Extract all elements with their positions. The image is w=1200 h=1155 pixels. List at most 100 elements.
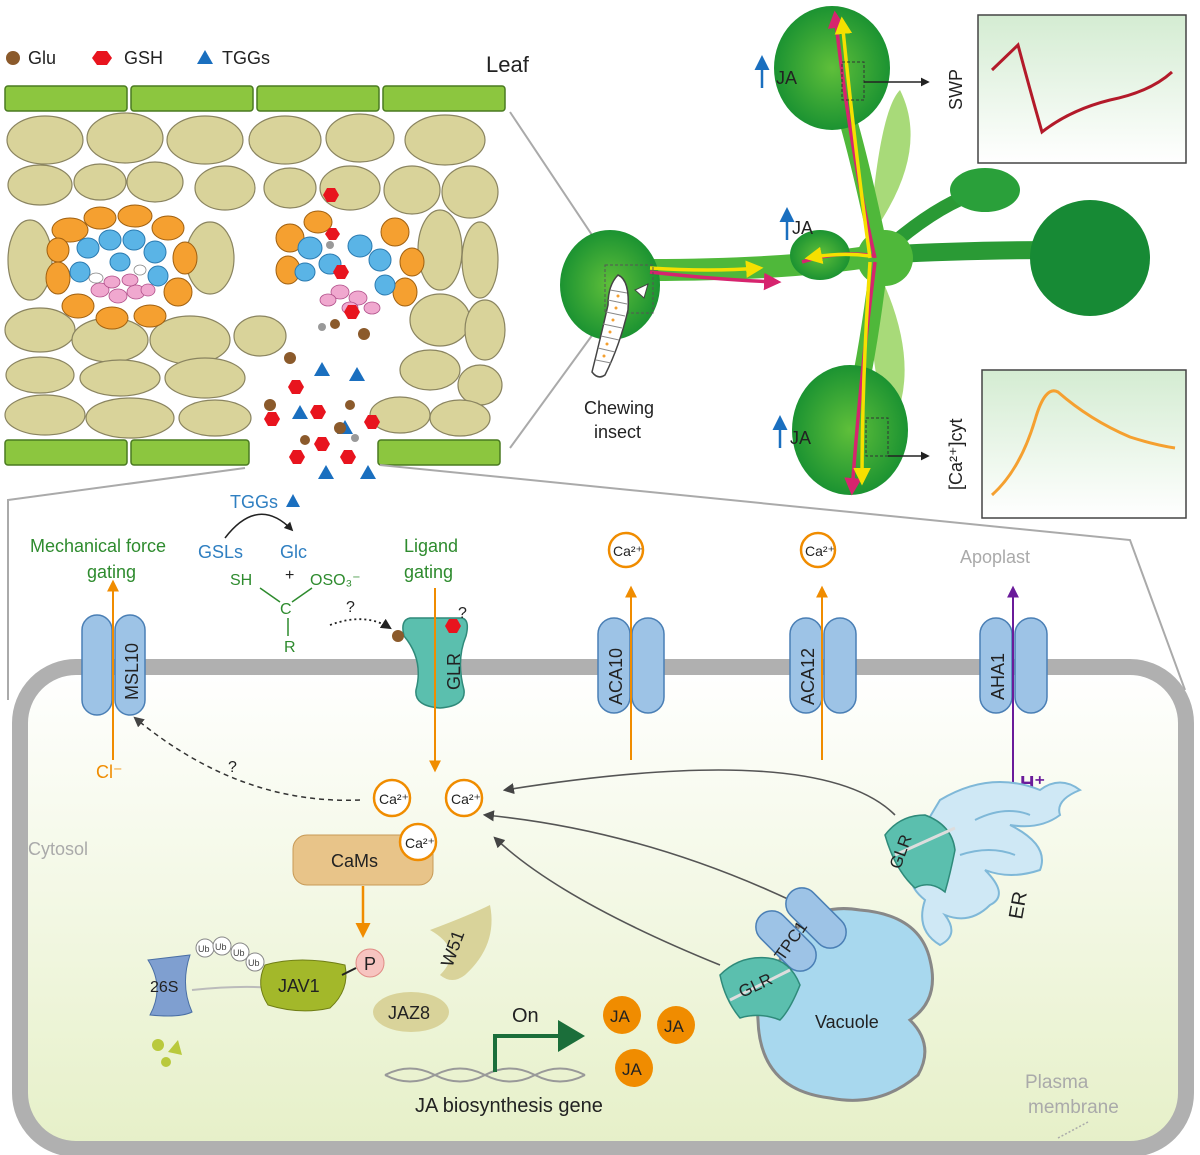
apoplast-label: Apoplast: [960, 547, 1030, 567]
legend-glu-label: Glu: [28, 48, 56, 68]
aca10-channel: ACA10 Ca²⁺: [597, 531, 665, 760]
plasma-membrane-label-2: membrane: [1028, 1097, 1119, 1118]
aha1-label: AHA1: [988, 653, 1008, 700]
chewing-insect-label-2: insect: [594, 422, 641, 442]
swp-curve: [990, 42, 1174, 135]
ja-molecule-1: JA: [610, 1007, 631, 1026]
ca-ion-aca10: Ca²⁺: [613, 543, 643, 559]
chewing-insect-label-1: Chewing: [584, 398, 654, 418]
jaz8-protein: JAZ8: [373, 992, 449, 1032]
ub-label-3: Ub: [233, 948, 245, 958]
r-group-label: R: [284, 639, 296, 656]
ub-label-2: Ub: [215, 942, 227, 952]
upper-epidermis: [4, 85, 506, 112]
oso3-label: OSO₃⁻: [310, 572, 361, 589]
ja-label-middle: JA: [792, 218, 813, 238]
mesophyll-cells: [4, 112, 506, 439]
mechanical-gating-label-2: gating: [87, 562, 136, 582]
glr-question-mark: ?: [458, 605, 467, 622]
gsh-legend-icon: [92, 51, 112, 65]
ca-ion-cyt-2: Ca²⁺: [451, 791, 481, 807]
ca-cyt-label: [Ca²⁺]cyt: [946, 418, 966, 490]
leaf-label: Leaf: [486, 52, 530, 77]
cytosol-calcium: Ca²⁺ Ca²⁺: [372, 778, 484, 818]
rosette-center: [857, 230, 913, 286]
calcium-graph: [Ca²⁺]cyt: [946, 369, 1187, 519]
plant-rosette: Chewing insect JA JA JA: [560, 6, 1150, 496]
ja-molecule-3: JA: [622, 1060, 643, 1079]
plus-label: +: [285, 567, 294, 584]
endoplasmic-reticulum: ER: [910, 781, 1083, 947]
cams-label: CaMs: [331, 851, 378, 871]
glu-ligand-icon: [392, 630, 404, 642]
plasma-membrane-label-1: Plasma: [1025, 1072, 1089, 1093]
ca-ion-cyt-1: Ca²⁺: [379, 791, 409, 807]
er-label: ER: [1005, 890, 1031, 921]
ca-ion-cams: Ca²⁺: [405, 835, 435, 851]
tggs-icon: [286, 494, 300, 507]
glr-channel-plasma: GLR ?: [392, 588, 469, 773]
glr-channel-er: GLR: [884, 814, 956, 894]
on-label: On: [512, 1005, 539, 1027]
legend-tggs-label: TGGs: [222, 48, 270, 68]
msl10-channel: MSL10: [81, 579, 146, 760]
gsls-label: GSLs: [198, 542, 243, 562]
phospho-label: P: [364, 954, 376, 974]
ligand-gating-label-2: gating: [404, 562, 453, 582]
gsh-ligand-icon: [445, 619, 461, 633]
ja-molecules: JA JA JA: [603, 996, 695, 1087]
aca10-label: ACA10: [606, 648, 626, 705]
carbon-label: C: [280, 601, 292, 618]
wound-compounds: [264, 188, 380, 479]
ja-label-bottom: JA: [790, 428, 811, 448]
ub-label-4: Ub: [248, 958, 260, 968]
ja-label-top: JA: [776, 68, 797, 88]
cytosol-label: Cytosol: [28, 839, 88, 859]
vascular-bundle-right: [275, 210, 425, 315]
aca12-channel: ACA12 Ca²⁺: [789, 531, 857, 760]
feedback-question-mark: ?: [228, 759, 237, 776]
legend-gsh-label: GSH: [124, 48, 163, 68]
swp-graph: SWP: [946, 14, 1187, 164]
glc-label: Glc: [280, 542, 307, 562]
tggs-reaction-label: TGGs: [230, 492, 278, 512]
swp-label: SWP: [946, 69, 966, 110]
ubiquitin-chain: Ub Ub Ub Ub: [195, 936, 265, 972]
w51-protein: W51: [430, 905, 492, 980]
leaf-cross-section: [4, 85, 506, 479]
msl10-label: MSL10: [122, 643, 142, 700]
ca-ion-aca12: Ca²⁺: [805, 543, 835, 559]
aha1-channel: AHA1: [979, 585, 1048, 800]
vacuole-label: Vacuole: [815, 1012, 879, 1032]
proteasome-label: 26S: [150, 979, 178, 996]
sh-label: SH: [230, 572, 252, 589]
bottom-leaf: [792, 365, 908, 495]
glr-plasma-label: GLR: [444, 653, 464, 690]
aca12-label: ACA12: [798, 648, 818, 705]
legend: Glu GSH TGGs: [6, 48, 270, 68]
calcium-curve: [991, 389, 1176, 497]
ligand-gating-label-1: Ligand: [404, 536, 458, 556]
tpc1-channel: TPC1: [755, 887, 847, 972]
mechanical-gating-label-1: Mechanical force: [30, 536, 166, 556]
glr-channel-vacuole: GLR: [719, 956, 801, 1021]
ja-biosynthesis-gene: On JA biosynthesis gene: [384, 1005, 603, 1117]
glu-legend-icon: [6, 51, 20, 65]
gene-on-arrow-icon: [558, 1020, 585, 1052]
ja-molecule-2: JA: [664, 1017, 685, 1036]
right-leaf-large: [1030, 200, 1150, 316]
cams-complex: CaMs Ca²⁺: [292, 822, 438, 938]
question-mark: ?: [346, 599, 355, 616]
jaz8-label: JAZ8: [388, 1003, 430, 1023]
proteasome-26s: 26S: [147, 954, 276, 1067]
jav1-protein: JAV1 P: [260, 948, 385, 1012]
ub-label-1: Ub: [198, 944, 210, 954]
right-leaf-upper: [950, 168, 1020, 212]
ja-gene-label: JA biosynthesis gene: [415, 1095, 603, 1117]
top-leaf: [774, 6, 890, 130]
tggs-legend-icon: [197, 50, 213, 64]
wounded-leaf: [560, 230, 660, 340]
vascular-bundle-left: [45, 204, 198, 330]
chewing-insect-icon: [591, 264, 654, 378]
